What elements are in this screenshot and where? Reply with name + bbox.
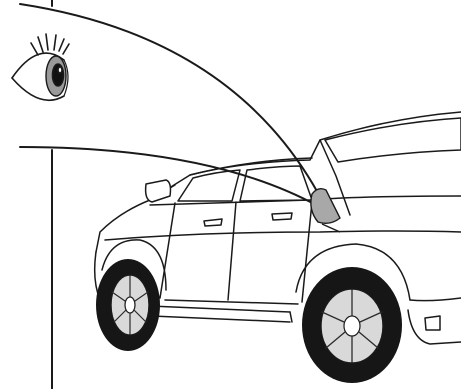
front-hub — [125, 297, 135, 313]
rocker-panel — [165, 300, 298, 304]
rear-hub — [344, 316, 360, 336]
rear-detail — [425, 316, 440, 330]
mirror-arm — [322, 224, 340, 232]
rear-cab-window — [325, 118, 461, 162]
front-wheel — [96, 259, 160, 351]
mirror-glass — [311, 189, 340, 224]
side-step-top — [150, 306, 290, 312]
door-divider — [228, 202, 236, 300]
eyelashes — [31, 34, 69, 55]
rear-bumper — [410, 298, 461, 301]
eye-highlight — [58, 67, 62, 73]
eye-icon — [12, 34, 69, 100]
body-crease — [105, 231, 461, 240]
rear-wheel — [302, 267, 402, 383]
rear-door-handle — [272, 213, 292, 220]
front-door-handle — [204, 219, 222, 226]
hood — [96, 200, 150, 252]
rear-step — [408, 310, 461, 344]
highlighted-side-mirror — [311, 189, 340, 232]
pickup-truck — [95, 112, 461, 383]
upper-sight-line — [20, 4, 318, 193]
front-door-edge — [160, 203, 175, 298]
front-side-mirror — [146, 180, 171, 202]
rear-door-edge — [302, 202, 312, 302]
lower-sight-line — [20, 147, 318, 206]
side-step-bottom — [152, 316, 290, 322]
rear-door-window — [240, 166, 312, 201]
front-door-window — [178, 170, 240, 201]
side-step-end — [290, 312, 292, 322]
